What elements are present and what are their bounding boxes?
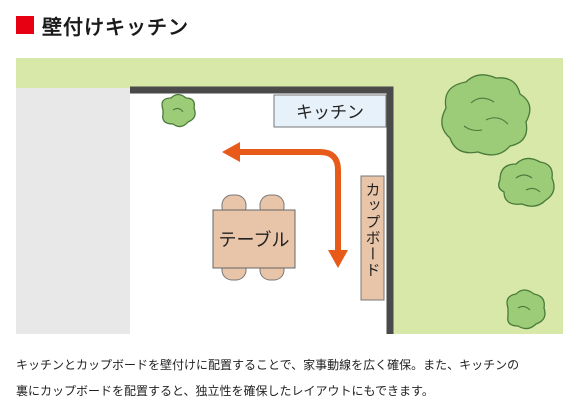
dining-table	[212, 209, 296, 269]
cupboard-label: カップボード	[364, 182, 382, 278]
tree-icon	[441, 74, 531, 156]
heading: 壁付けキッチン	[16, 10, 189, 40]
cupboard	[360, 175, 385, 301]
tree-icon	[498, 157, 555, 207]
heading-marker	[16, 16, 34, 34]
description-line: キッチンとカップボードを壁付けに配置することで、家事動線を広く確保。また、キッチ…	[16, 358, 520, 372]
kitchen-counter	[273, 94, 387, 128]
table-label: テーブル	[219, 229, 290, 251]
floor-plan-diagram: キッチン カップボード テーブル	[16, 58, 563, 334]
description: キッチンとカップボードを壁付けに配置することで、家事動線を広く確保。また、キッチ…	[16, 352, 568, 404]
paved-area	[16, 88, 130, 334]
kitchen-label: キッチン	[296, 103, 364, 123]
tree-icon	[161, 93, 196, 128]
tree-icon	[506, 289, 546, 330]
page-title: 壁付けキッチン	[42, 14, 189, 39]
room-wall	[130, 86, 394, 334]
flow-arrow-icon	[222, 142, 348, 268]
description-line: 裏にカップボードを配置すると、独立性を確保したレイアウトにもできます。	[16, 384, 434, 398]
